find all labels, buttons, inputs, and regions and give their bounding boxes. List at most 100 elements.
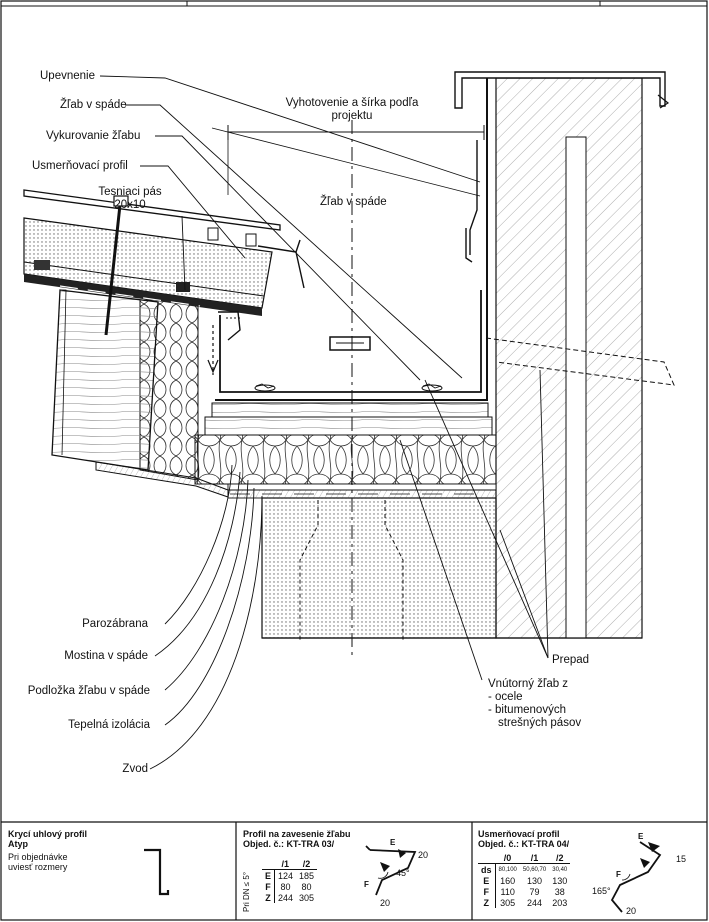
table-row: E 124 185 xyxy=(262,869,317,881)
table-cell: Z xyxy=(262,892,275,903)
table-cell: 203 xyxy=(552,897,568,908)
table-row: /1 /2 xyxy=(262,858,318,870)
label-vnutorny-line-2: - ocele xyxy=(488,691,523,703)
table-cell: F xyxy=(262,881,275,892)
sealing-strip xyxy=(176,282,190,292)
panel2-dim-f: F xyxy=(364,880,369,889)
roof-screw xyxy=(104,195,129,336)
panel3-title-2: Objed. č.: KT-TRA 04/ xyxy=(478,839,570,849)
table-cell: 30,40 xyxy=(552,866,568,873)
panel2-spec-table: /1 /2 E 124 185 F 80 80 Z 244 305 xyxy=(262,858,318,903)
panel1-text-2: uviesť rozmery xyxy=(8,862,68,872)
table-cell: 185 xyxy=(299,870,315,881)
valley-gutter xyxy=(215,78,488,401)
guide-profile xyxy=(257,239,305,289)
panel3-dim-165: 165° xyxy=(592,886,611,896)
coping-flashing xyxy=(454,71,666,109)
table-cell: 130 xyxy=(527,875,543,886)
leader-lines xyxy=(99,75,549,770)
label-mostina: Mostina v spáde xyxy=(64,650,148,662)
label-tesniaci-line-1: Tesniaci pás xyxy=(98,186,162,198)
table-row: F 80 80 xyxy=(262,881,317,892)
table-cell: 130 xyxy=(552,875,568,886)
label-vnutorny-line-4: strešných pásov xyxy=(498,717,582,729)
width-dimension xyxy=(227,125,485,195)
label-podlozka: Podložka žľabu v spáde xyxy=(27,685,150,697)
panel2-head-1: /1 xyxy=(274,858,297,870)
label-zlab-v-spade-left: Žľab v spáde xyxy=(60,99,127,111)
panel1-text-1: Pri objednávke xyxy=(8,852,68,862)
table-cell: E xyxy=(478,875,496,886)
label-vyhotovenie-line-1: Vyhotovenie a šírka podľa xyxy=(285,97,419,109)
panel3-spec-table: /0 /1 /2 ds 80,100 50,60,70 30,40 E 160 … xyxy=(478,852,571,908)
label-zvod: Zvod xyxy=(122,763,148,775)
panel2-title-1: Profil na zavesenie žľabu xyxy=(243,829,351,839)
table-cell: 50,60,70 xyxy=(522,866,547,873)
table-cell: 244 xyxy=(527,897,543,908)
panel2-dim-e: E xyxy=(390,838,396,847)
table-cell: 80,100 xyxy=(498,866,517,873)
panel3-dim-e: E xyxy=(638,832,644,841)
table-cell: ds xyxy=(478,863,496,875)
panel3-dim-f: F xyxy=(616,870,621,879)
table-row: /0 /1 /2 xyxy=(478,852,571,864)
panel1-title-2: Atyp xyxy=(8,839,28,849)
label-vnutorny-line-3: - bitumenových xyxy=(488,704,566,716)
panel1-title-1: Krycí uhlový profil xyxy=(8,829,88,839)
label-zlab-v-spade-center: Žľab v spáde xyxy=(320,196,387,208)
table-row: ds 80,100 50,60,70 30,40 xyxy=(478,863,570,875)
panel2-title-2: Objed. č.: KT-TRA 03/ xyxy=(243,839,335,849)
gutter-underlay xyxy=(204,402,493,436)
decking-layers xyxy=(227,483,497,499)
table-cell: 38 xyxy=(554,886,565,897)
table-cell: Z xyxy=(478,897,496,908)
label-upevnenie: Upevnenie xyxy=(40,70,95,82)
table-cell: 110 xyxy=(500,886,515,897)
label-prepad: Prepad xyxy=(552,654,590,666)
panel2-dim-20: 20 xyxy=(418,850,429,860)
roof-clamps xyxy=(34,227,257,270)
panel2-head-2: /2 xyxy=(296,858,318,870)
label-tepelna: Tepelná izolácia xyxy=(68,719,150,731)
panel3-head-0 xyxy=(478,852,496,864)
label-usmernovaci: Usmerňovací profil xyxy=(32,160,128,172)
table-cell: 80 xyxy=(280,881,291,892)
table-cell: 160 xyxy=(500,875,516,886)
panel2-side-note: Pri DN ≤ 5° xyxy=(242,871,251,912)
table-cell: 305 xyxy=(500,897,516,908)
panel3-title-1: Usmerňovací profil xyxy=(478,829,560,839)
panel3-head-3: /2 xyxy=(549,852,571,864)
outlet-funnel xyxy=(299,500,404,640)
gutter-slope-line xyxy=(211,127,481,197)
table-cell: E xyxy=(262,869,275,881)
panel3-head-1: /0 xyxy=(495,852,520,864)
thermal-insulation xyxy=(194,434,497,485)
table-row: F 110 79 38 xyxy=(478,886,570,897)
label-tesniaci-line-2: 20x10 xyxy=(114,199,146,211)
label-vnutorny-line-1: Vnútorný žľab z xyxy=(488,678,569,690)
panel3-dim-15: 15 xyxy=(676,854,687,864)
label-tesniaci: Tesniaci pás 20x10 xyxy=(80,186,180,212)
angle-profile-sketch xyxy=(144,848,170,896)
table-cell: 124 xyxy=(278,870,294,881)
overflow-pipe xyxy=(485,337,675,386)
table-cell: 79 xyxy=(529,886,540,897)
table-cell: 305 xyxy=(299,892,315,903)
table-cell: 244 xyxy=(278,892,294,903)
panel2-dim-20b: 20 xyxy=(380,898,391,908)
hanger-profile-sketch xyxy=(365,845,417,896)
heating-cables xyxy=(254,383,443,392)
panel3-head-2: /1 xyxy=(519,852,550,864)
table-row: Z 305 244 203 xyxy=(478,897,570,908)
parapet-wall xyxy=(495,77,643,639)
drip-edge xyxy=(207,311,241,375)
panel3-dim-20: 20 xyxy=(626,906,637,916)
panel2-head-0 xyxy=(262,858,275,870)
label-vyhotovenie: Vyhotovenie a šírka podľa projektu xyxy=(262,97,442,123)
wooden-beam xyxy=(51,289,159,471)
support-wall xyxy=(261,497,497,639)
label-parozabrana: Parozábrana xyxy=(82,618,148,630)
label-vnutorny: Vnútorný žľab z - ocele - bitumenových s… xyxy=(488,678,581,730)
guide-profile-sketch xyxy=(610,841,662,913)
